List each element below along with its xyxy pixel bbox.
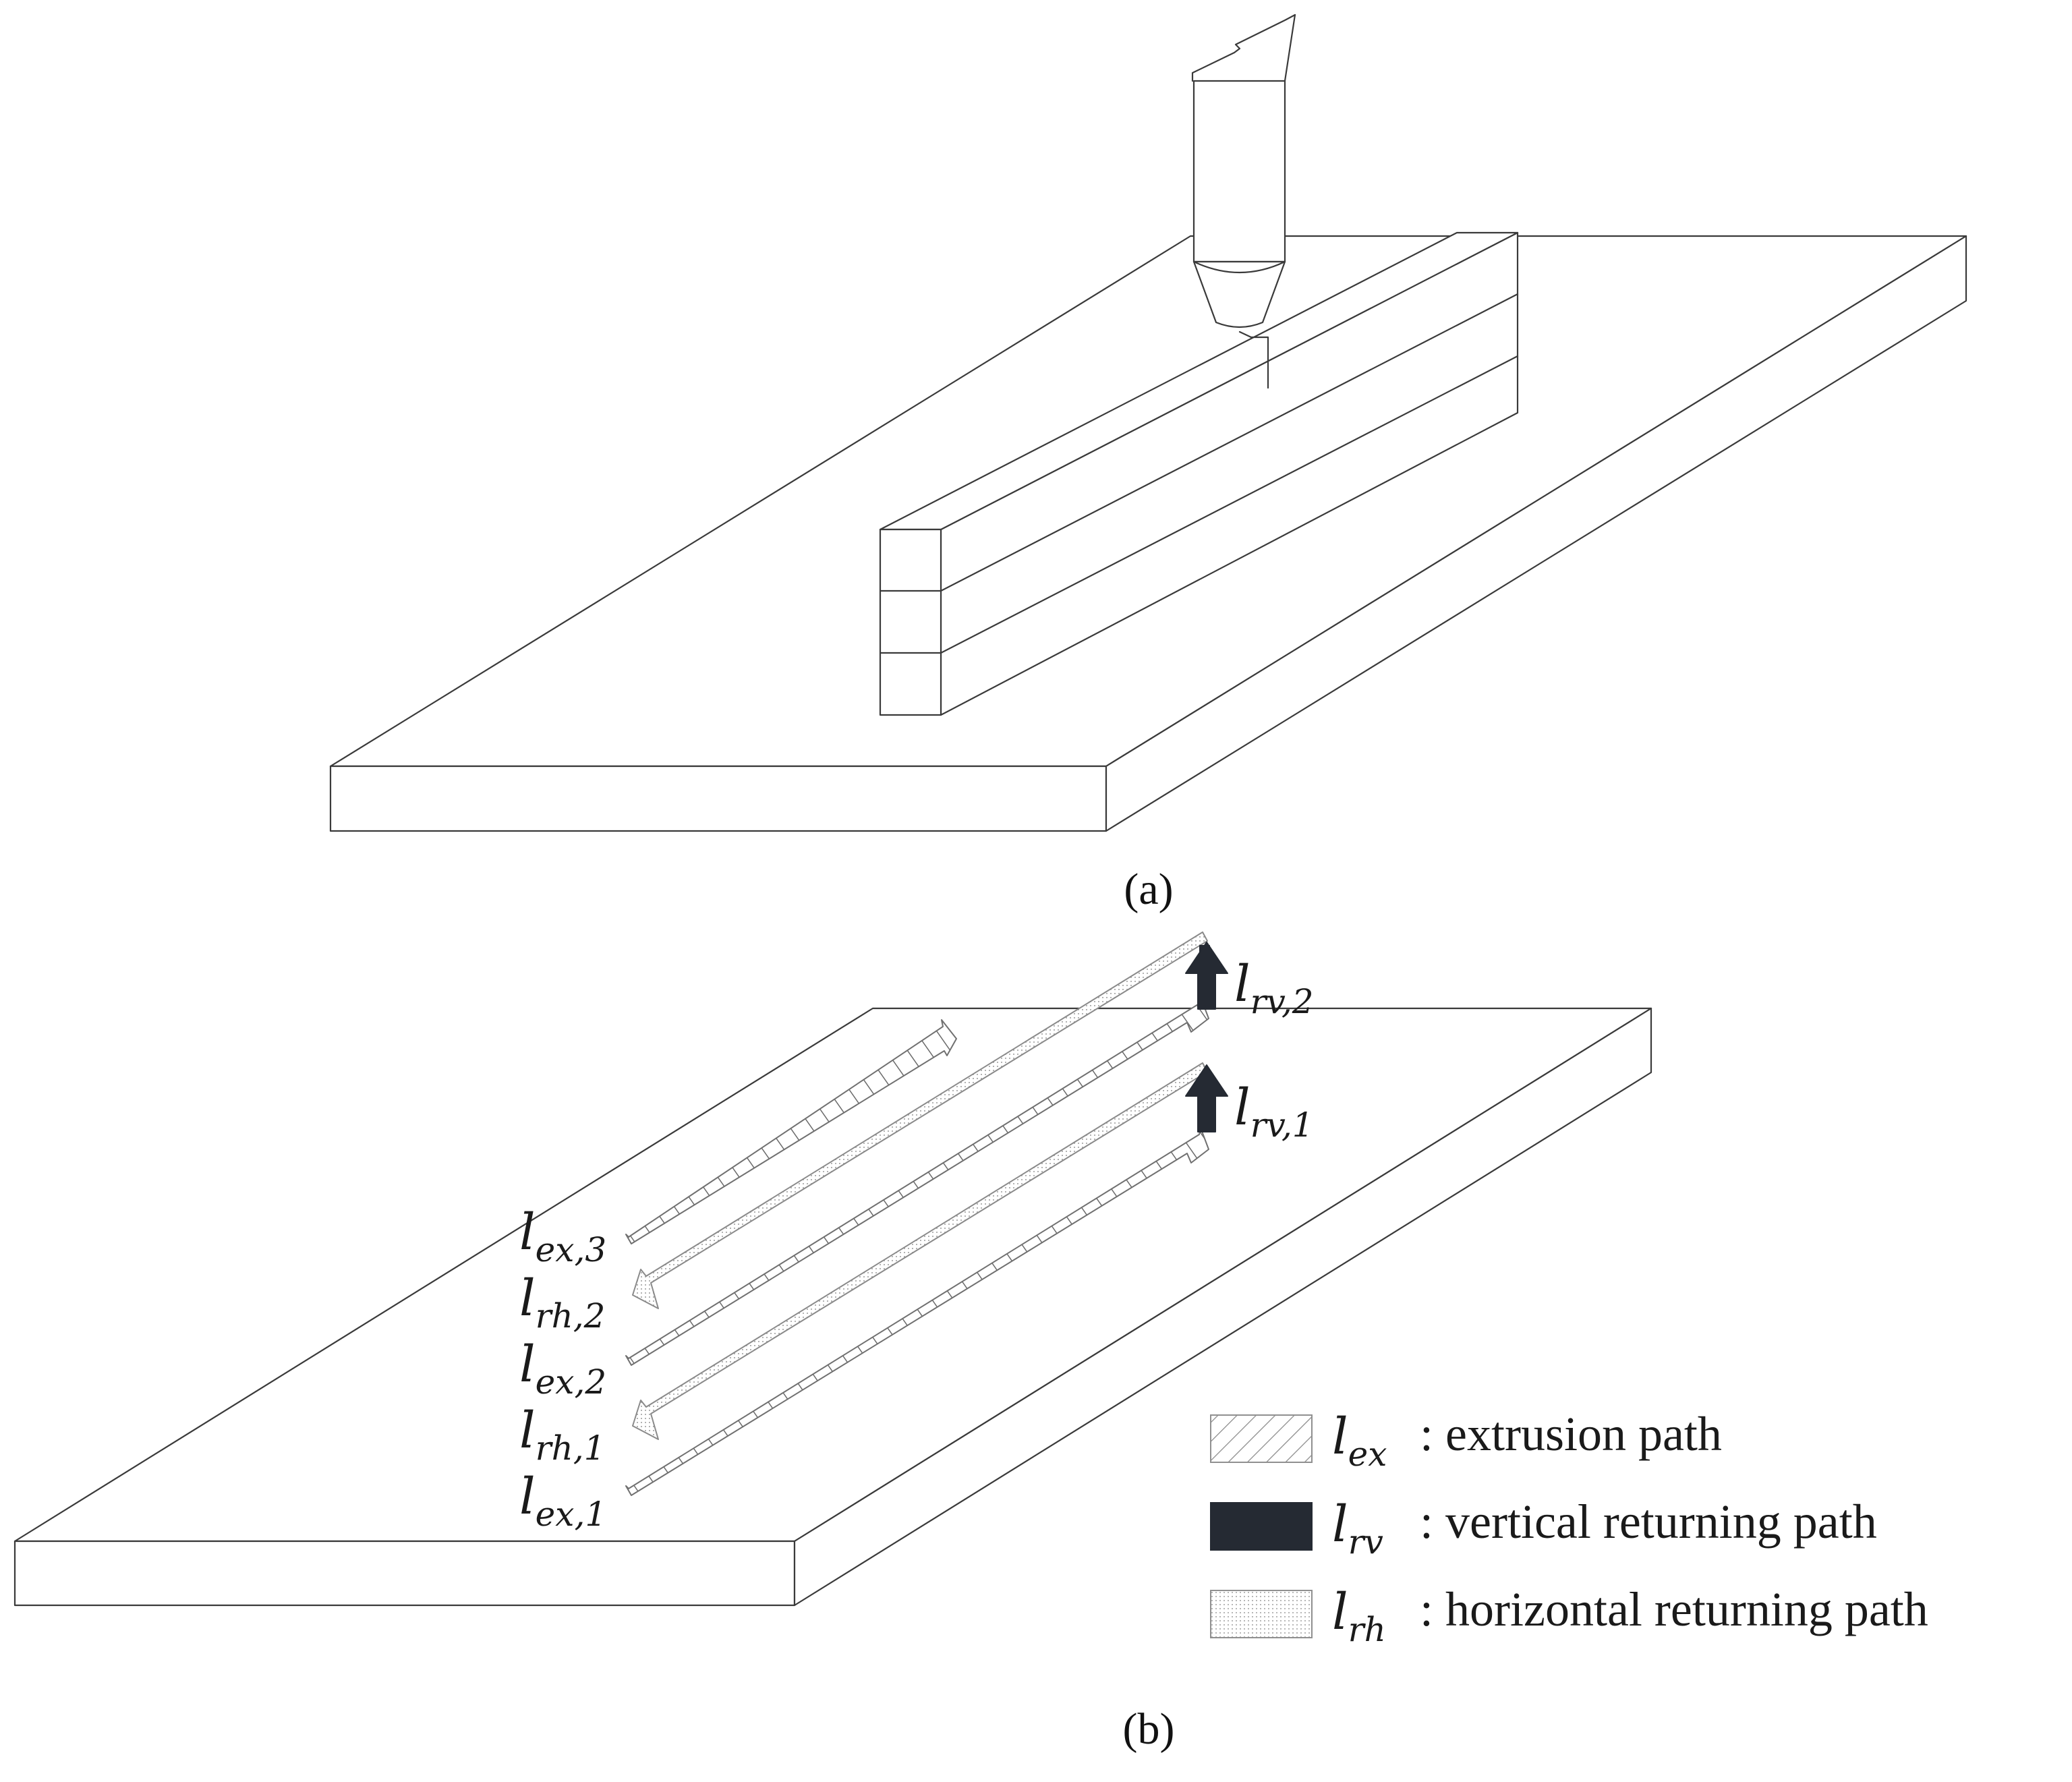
nozzle: [1191, 13, 1296, 389]
legend-item-vertical: lrv : vertical returning path: [1210, 1495, 1877, 1561]
label-rh2-sub: rh,2: [536, 1296, 606, 1335]
label-rh1-symbol: l: [519, 1402, 536, 1460]
svg-text:lrh: lrh: [1332, 1583, 1386, 1649]
panel-b: lrv,2 lrv,1 lex,3 lrh,2 lex,2 lrh,1 lex,…: [13, 931, 1928, 1754]
extrusion-arrow-2: [625, 996, 1209, 1366]
svg-text:lrh,1: lrh,1: [519, 1402, 605, 1468]
base-plate-b: [13, 1007, 1652, 1607]
label-rh1: lrh,1: [519, 1402, 605, 1468]
svg-text:lrv,2: lrv,2: [1234, 955, 1314, 1021]
svg-text:lex,2: lex,2: [519, 1335, 606, 1402]
panel-a: (a): [329, 13, 1967, 914]
legend-text-extrusion: : extrusion path: [1420, 1407, 1722, 1461]
label-rv2: lrv,2: [1234, 955, 1314, 1021]
label-ex2: lex,2: [519, 1335, 606, 1402]
label-rv1-sub: rv,1: [1250, 1105, 1314, 1145]
label-ex3: lex,3: [519, 1203, 606, 1269]
label-ex1-symbol: l: [519, 1468, 536, 1526]
legend: lex : extrusion path lrv : vertical retu…: [1210, 1407, 1928, 1649]
extrusion-arrow-1: [625, 1127, 1209, 1496]
label-rv2-sub: rv,2: [1250, 982, 1314, 1021]
label-rv1-symbol: l: [1234, 1079, 1250, 1137]
svg-text:lex: lex: [1332, 1408, 1387, 1474]
label-rh2-symbol: l: [519, 1269, 536, 1327]
label-ex1: lex,1: [519, 1468, 606, 1534]
label-ex3-sub: ex,3: [536, 1230, 607, 1269]
svg-text:lex,3: lex,3: [519, 1203, 606, 1269]
legend-swatch-dotted: [1210, 1590, 1313, 1638]
vertical-return-arrow-1: [1185, 1064, 1228, 1132]
label-rh2: lrh,2: [519, 1269, 605, 1335]
legend-text-vertical: : vertical returning path: [1420, 1495, 1877, 1549]
panel-label-a: (a): [1124, 865, 1173, 914]
label-rv1: lrv,1: [1234, 1079, 1314, 1145]
legend-swatch-solid: [1210, 1502, 1313, 1551]
vertical-return-arrow-2: [1185, 942, 1228, 1010]
label-rh1-sub: rh,1: [536, 1429, 606, 1468]
legend-text-horizontal: : horizontal returning path: [1420, 1582, 1928, 1636]
svg-text:lex,1: lex,1: [519, 1468, 606, 1534]
horizontal-return-arrow-2: [632, 931, 1208, 1309]
label-ex2-symbol: l: [519, 1335, 536, 1393]
extrusion-arrow-3: [625, 1019, 957, 1244]
label-ex2-sub: ex,2: [536, 1362, 607, 1402]
label-ex1-sub: ex,1: [536, 1495, 607, 1534]
svg-text:lrv: lrv: [1332, 1495, 1383, 1561]
legend-item-extrusion: lex : extrusion path: [1210, 1407, 1722, 1474]
panel-label-b: (b): [1123, 1704, 1175, 1754]
legend-item-horizontal: lrh : horizontal returning path: [1210, 1582, 1928, 1649]
horizontal-return-arrow-1: [632, 1062, 1208, 1440]
deposited-wall: [879, 231, 1519, 716]
svg-text:lrh,2: lrh,2: [519, 1269, 605, 1335]
legend-swatch-hatched: [1210, 1414, 1313, 1463]
svg-text:lrv,1: lrv,1: [1234, 1079, 1314, 1145]
label-rv2-symbol: l: [1234, 955, 1250, 1013]
label-ex3-symbol: l: [519, 1203, 536, 1261]
